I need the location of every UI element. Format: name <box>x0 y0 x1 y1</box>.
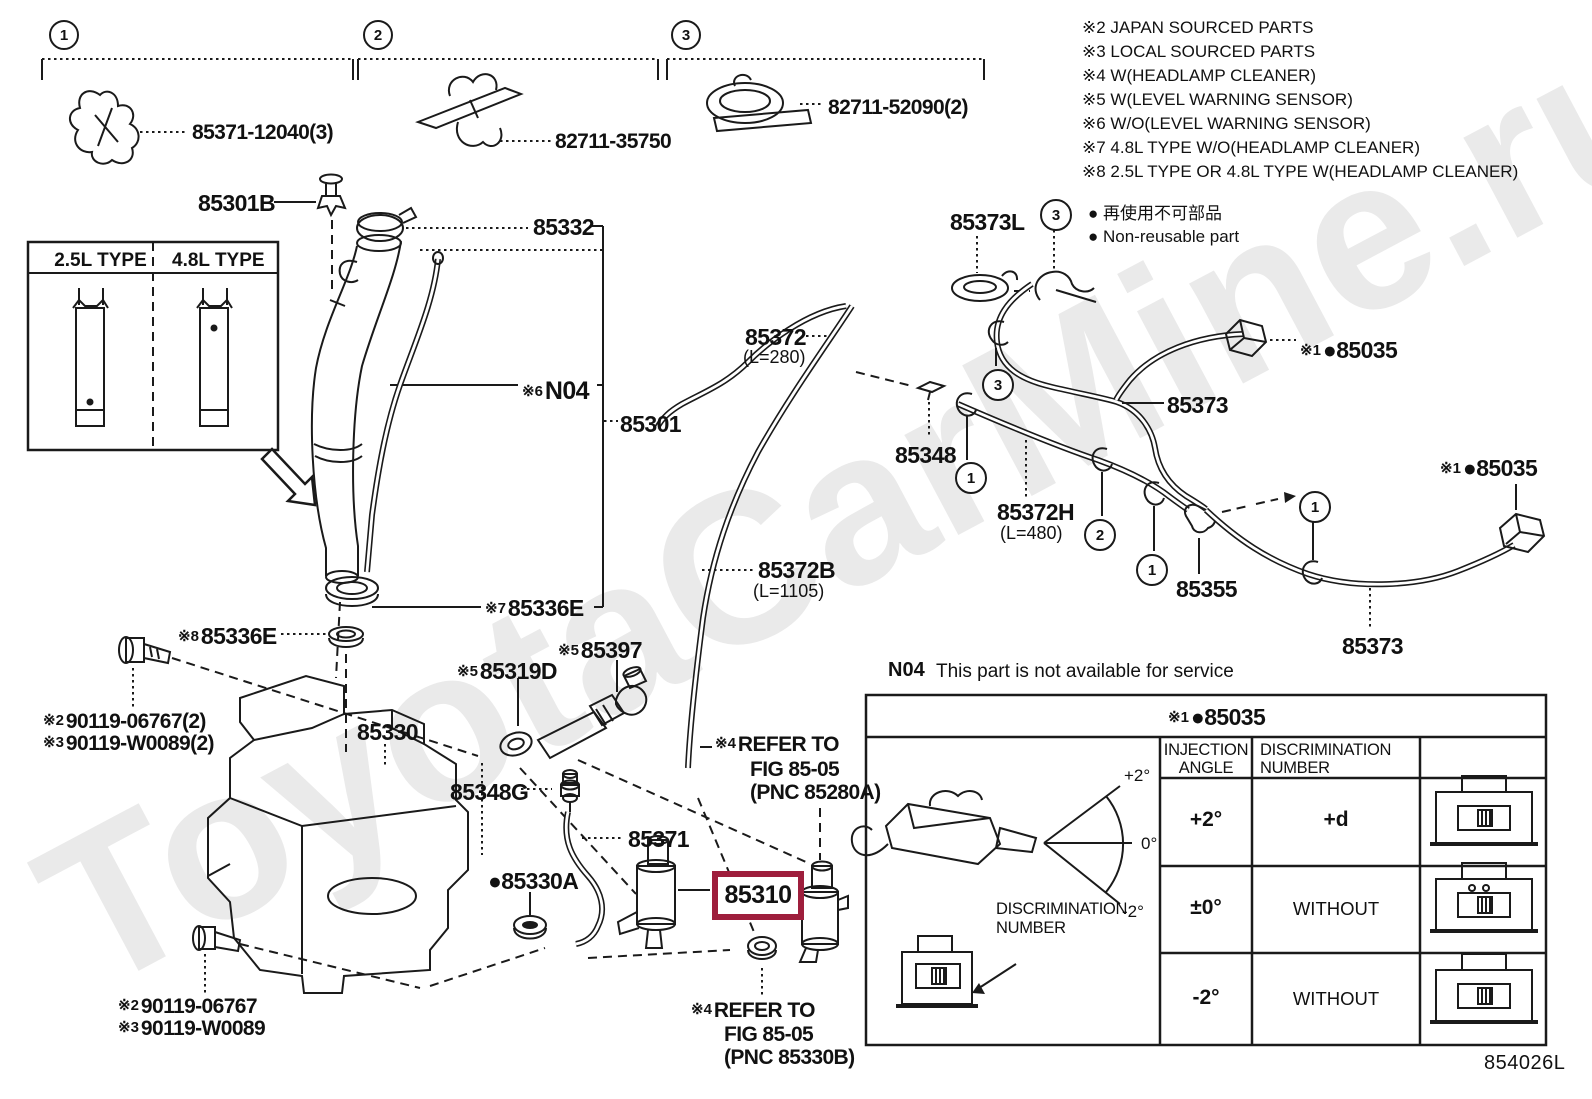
service-note-text: This part is not available for service <box>936 661 1234 682</box>
screw-85301B-drawing <box>274 175 345 291</box>
hose-clamp-drawing-2 <box>418 74 551 146</box>
legend-note-6: ※6 W/O(LEVEL WARNING SENSOR) <box>1082 114 1371 133</box>
part-label-90119-W0089-upper[interactable]: ※390119-W0089(2) <box>43 732 215 755</box>
part-label-N04[interactable]: ※6N04 <box>522 377 590 405</box>
part-label-85372-length: (L=280) <box>743 347 806 367</box>
part-label-85336E-8[interactable]: ※885336E <box>178 623 277 649</box>
refer-note-85330B-line1: ※4REFER TO <box>691 999 816 1022</box>
part-label-85371[interactable]: 85371 <box>628 826 690 852</box>
part-label-85372[interactable]: 85372 <box>745 324 807 350</box>
hose-clamp-drawing-3 <box>707 75 824 131</box>
part-label-85035-a[interactable]: ※1●85035 <box>1300 337 1398 363</box>
type-box-header-25l: 2.5L TYPE <box>54 250 147 271</box>
table-sprayer-drawing <box>852 786 1132 1006</box>
pump-85280A-drawing <box>800 808 848 962</box>
table-row3-disc: WITHOUT <box>1292 988 1380 1009</box>
diagram-code: 854026L <box>1484 1052 1566 1074</box>
level-gauge-drawing <box>367 252 443 572</box>
table-header-angle-2: ANGLE <box>1178 759 1234 777</box>
part-label-85373-bottom[interactable]: 85373 <box>1342 633 1404 659</box>
part-label-85348G[interactable]: 85348G <box>450 779 529 805</box>
part-label-85372B[interactable]: 85372B <box>758 557 836 583</box>
part-label-90119-06767-lower[interactable]: ※290119-06767 <box>118 995 258 1018</box>
table-title: ※1●85035 <box>1168 704 1266 730</box>
ref-circle-3b: 3 <box>982 369 1014 401</box>
ref-circle-3a: 3 <box>1040 199 1072 231</box>
part-label-82711-35750[interactable]: 82711-35750 <box>555 130 672 153</box>
part-label-85319D[interactable]: ※585319D <box>457 658 557 684</box>
table-row3-angle: -2° <box>1192 986 1220 1009</box>
service-note-code: N04 <box>888 659 925 681</box>
refer-note-85280A-line3: (PNC 85280A) <box>750 781 881 804</box>
legend-note-4: ※4 W(HEADLAMP CLEANER) <box>1082 66 1317 85</box>
hose-clamp-drawing-1 <box>70 91 188 164</box>
callout-circle-3: 3 <box>671 20 701 50</box>
part-label-85373L[interactable]: 85373L <box>950 209 1025 235</box>
part-label-85330A[interactable]: ●85330A <box>488 868 579 894</box>
cap-85330A-drawing <box>514 892 546 939</box>
type-box-header-48l: 4.8L TYPE <box>172 250 265 271</box>
part-label-85373-top[interactable]: 85373 <box>1167 392 1229 418</box>
refer-note-85280A-line1: ※4REFER TO <box>715 733 840 756</box>
fan-label-zero: 0° <box>1141 834 1158 853</box>
table-connector-drawings <box>1430 776 1538 1022</box>
part-label-85301B[interactable]: 85301B <box>198 190 276 216</box>
part-label-85332[interactable]: 85332 <box>533 214 595 240</box>
part-label-85372H[interactable]: 85372H <box>997 499 1075 525</box>
fan-label-plus2: +2° <box>1124 766 1151 785</box>
type-comparison-box <box>28 242 278 450</box>
table-row2-angle: ±0° <box>1190 896 1222 919</box>
ref-circle-1c: 1 <box>1299 491 1331 523</box>
callout-circle-1: 1 <box>49 20 79 50</box>
part-label-85336E-7[interactable]: ※785336E <box>485 595 584 621</box>
part-label-85310-highlighted[interactable]: 85310 <box>712 871 804 920</box>
refer-note-85330B-line2: FIG 85-05 <box>724 1023 814 1046</box>
part-label-85372H-length: (L=480) <box>1000 523 1063 543</box>
refer-note-85280A-line2: FIG 85-05 <box>750 758 840 781</box>
table-row2-disc: WITHOUT <box>1292 898 1380 919</box>
part-label-85348[interactable]: 85348 <box>895 442 957 468</box>
legend-note-5: ※5 W(LEVEL WARNING SENSOR) <box>1082 90 1353 109</box>
table-disc-note-1: DISCRIMINATION <box>996 900 1128 918</box>
legend-note-2: ※2 JAPAN SOURCED PARTS <box>1082 18 1314 37</box>
part-label-85330[interactable]: 85330 <box>357 719 419 745</box>
table-header-disc-1: DISCRIMINATION <box>1260 741 1392 759</box>
refer-note-85330B-line3: (PNC 85330B) <box>724 1046 855 1069</box>
legend-note-7: ※7 4.8L TYPE W/O(HEADLAMP CLEANER) <box>1082 138 1420 157</box>
legend-non-reusable-jp: ● 再使用不可部品 <box>1088 204 1222 223</box>
fan-label-minus2: -2° <box>1122 902 1144 921</box>
part-label-85035-b[interactable]: ※1●85035 <box>1440 455 1538 481</box>
legend-non-reusable-en: ● Non-reusable part <box>1088 227 1240 246</box>
part-label-85355[interactable]: 85355 <box>1176 576 1238 602</box>
table-row1-disc: +d <box>1323 808 1349 831</box>
direction-arrow <box>262 449 315 505</box>
part-label-85397[interactable]: ※585397 <box>558 637 642 663</box>
table-disc-note-2: NUMBER <box>996 919 1066 937</box>
part-label-90119-06767-upper[interactable]: ※290119-06767(2) <box>43 710 206 733</box>
part-label-85301[interactable]: 85301 <box>620 411 682 437</box>
table-header-disc-2: NUMBER <box>1260 759 1330 777</box>
callout-brackets <box>42 59 984 80</box>
table-row1-angle: +2° <box>1189 808 1223 831</box>
callout-circle-2: 2 <box>363 20 393 50</box>
part-label-85372B-length: (L=1105) <box>753 581 825 601</box>
legend-note-8: ※8 2.5L TYPE OR 4.8L TYPE W(HEADLAMP CLE… <box>1082 162 1519 181</box>
part-label-90119-W0089-lower[interactable]: ※390119-W0089 <box>118 1017 266 1040</box>
ref-circle-1a: 1 <box>955 462 987 494</box>
legend-note-3: ※3 LOCAL SOURCED PARTS <box>1082 42 1316 61</box>
ref-circle-1b: 1 <box>1136 554 1168 586</box>
ref-circle-2a: 2 <box>1084 519 1116 551</box>
part-label-85371-12040[interactable]: 85371-12040(3) <box>192 121 334 144</box>
part-label-82711-52090[interactable]: 82711-52090(2) <box>828 96 969 119</box>
table-header-angle-1: INJECTION <box>1163 741 1249 759</box>
